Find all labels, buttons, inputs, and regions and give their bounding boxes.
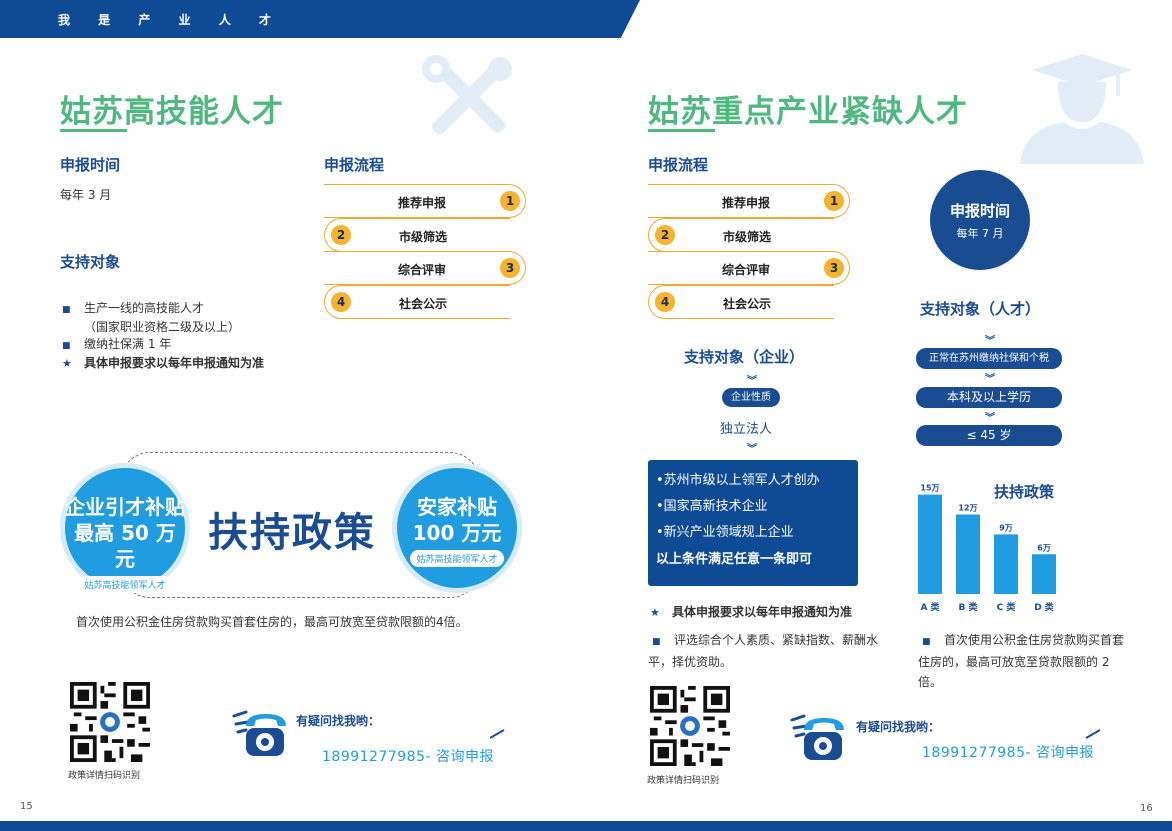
subsidy-circle-left: 企业引才补贴 最高 50 万元 姑苏高技能领军人才 [60, 463, 190, 593]
bar-category-label: B 类 [959, 601, 979, 613]
left-apply-time-value: 每年 3 月 [60, 188, 112, 202]
left-apply-time-heading: 申报时间 [60, 156, 121, 174]
support-company-heading: 支持对象（企业） [684, 348, 805, 366]
list-item: •国家高新技术企业 [656, 499, 768, 514]
flow-step-1: 推荐申报 1 [648, 184, 850, 218]
flow-step-4: 4 社会公示 [648, 285, 834, 319]
step-number: 3 [500, 258, 520, 278]
list-item: •新兴产业领域规上企业 [656, 525, 794, 540]
right-title-underline [648, 129, 715, 132]
page-number-right: 16 [1140, 803, 1153, 814]
qr-code-icon[interactable] [650, 686, 730, 766]
top-banner [0, 0, 640, 38]
flow-step-3: 综合评审 3 [648, 251, 850, 285]
bar-1 [918, 494, 942, 594]
bar-4 [1032, 554, 1056, 594]
telephone-icon [790, 714, 844, 760]
chevron-down-icon: ︾ [985, 336, 995, 347]
chart-title: 扶持政策 [994, 483, 1055, 501]
phone-label: 有疑问找我哟： [296, 714, 381, 728]
flow-step-1: 推荐申报 1 [324, 184, 526, 218]
chevron-down-icon: ︾ [747, 444, 757, 455]
chevron-down-icon: ︾ [985, 413, 995, 424]
right-star-note: ★具体申报要求以每年申报通知为准 [650, 605, 853, 619]
list-item: ■缴纳社保满 1 年 [62, 337, 172, 351]
bar-category-label: D 类 [1034, 601, 1055, 613]
bar-value-label: 9万 [999, 523, 1013, 532]
list-item: •苏州市级以上领军人才创办 [656, 473, 820, 488]
tools-icon [422, 55, 512, 135]
telephone-icon [232, 710, 286, 756]
support-talent-heading: 支持对象（人才） [920, 300, 1041, 318]
flow-step-2: 2 市级筛选 [648, 218, 834, 252]
company-nature-value: 独立法人 [720, 422, 773, 437]
right-process-heading: 申报流程 [648, 156, 709, 174]
bar-category-label: C 类 [997, 601, 1017, 613]
right-apply-time-circle: 申报时间 每年 7 月 [930, 170, 1030, 270]
qr-code-icon[interactable] [70, 682, 150, 762]
list-item: ■生产一线的高技能人才 [62, 301, 205, 315]
right-housing-note: ■首次使用公积金住房贷款购买首套住房的，最高可放宽至贷款限额的 2 倍。 [918, 633, 1125, 689]
bar-category-label: A 类 [920, 601, 940, 613]
subsidy-bar-chart: 扶持政策 15万 A 类 12万 B 类 9万 C 类 6万 D 类 [918, 483, 1056, 613]
conditions-conclusion: 以上条件满足任意一条即可 [656, 552, 813, 567]
subsidy-tag: 姑苏高技能领军人才 [410, 550, 504, 567]
subsidy-circle-right: 安家补贴 100 万元 姑苏高技能领军人才 [392, 463, 522, 593]
graduate-icon [1020, 54, 1144, 164]
talent-criterion: 本科及以上学历 [916, 387, 1062, 408]
company-conditions-box: •苏州市级以上领军人才创办 •国家高新技术企业 •新兴产业领域规上企业 以上条件… [648, 460, 858, 586]
banner-text: 我 是 产 业 人 才 [58, 13, 283, 27]
chevron-down-icon: ︾ [747, 376, 757, 387]
step-number: 2 [655, 225, 675, 245]
chevron-down-icon: ︾ [985, 374, 995, 385]
step-number: 1 [500, 191, 520, 211]
bar-value-label: 6万 [1037, 543, 1051, 552]
left-page-title: 姑苏高技能人才 [60, 94, 284, 130]
flow-step-3: 综合评审 3 [324, 251, 526, 285]
phone-number[interactable]: 18991277985- 咨询申报 [322, 749, 494, 765]
left-support-heading: 支持对象 [60, 253, 121, 271]
step-number: 1 [824, 191, 844, 211]
left-process-heading: 申报流程 [324, 156, 385, 174]
policy-heading: 扶持政策 [208, 510, 376, 556]
left-support-list: ■生产一线的高技能人才 （国家职业资格二级及以上） ■缴纳社保满 1 年 ★具体… [62, 300, 322, 372]
step-number: 2 [331, 225, 351, 245]
subsidy-tag: 姑苏高技能领军人才 [78, 576, 172, 593]
flow-step-2: 2 市级筛选 [324, 218, 510, 252]
bar-value-label: 12万 [958, 504, 977, 513]
qr-caption: 政策详情扫码识别 [647, 776, 720, 786]
right-page-title: 姑苏重点产业紧缺人才 [648, 94, 968, 130]
talent-criterion: 正常在苏州缴纳社保和个税 [916, 348, 1062, 369]
bar-value-label: 15万 [920, 484, 939, 493]
bar-3 [994, 534, 1018, 594]
bottom-band [0, 821, 1172, 831]
bar-2 [956, 514, 980, 594]
talent-criterion: ≤ 45 岁 [916, 425, 1062, 446]
page-number-left: 15 [20, 801, 33, 812]
step-number: 4 [331, 292, 351, 312]
list-item: （国家职业资格二级及以上） [84, 320, 241, 334]
pen-icon [490, 729, 505, 739]
right-evaluation-note: ■评选综合个人素质、紧缺指数、薪酬水平，择优资助。 [648, 633, 879, 669]
company-nature-label: 企业性质 [722, 388, 780, 407]
step-number: 3 [824, 258, 844, 278]
step-number: 4 [655, 292, 675, 312]
pen-icon [1086, 729, 1101, 739]
qr-caption: 政策详情扫码识别 [68, 771, 141, 781]
flow-step-4: 4 社会公示 [324, 285, 510, 319]
phone-number[interactable]: 18991277985- 咨询申报 [922, 745, 1094, 761]
left-title-underline [60, 129, 127, 132]
left-housing-note: 首次使用公积金住房贷款购买首套住房的，最高可放宽至贷款限额的4倍。 [76, 615, 468, 629]
phone-label: 有疑问找我哟： [856, 720, 941, 734]
star-note: ★具体申报要求以每年申报通知为准 [62, 356, 265, 370]
